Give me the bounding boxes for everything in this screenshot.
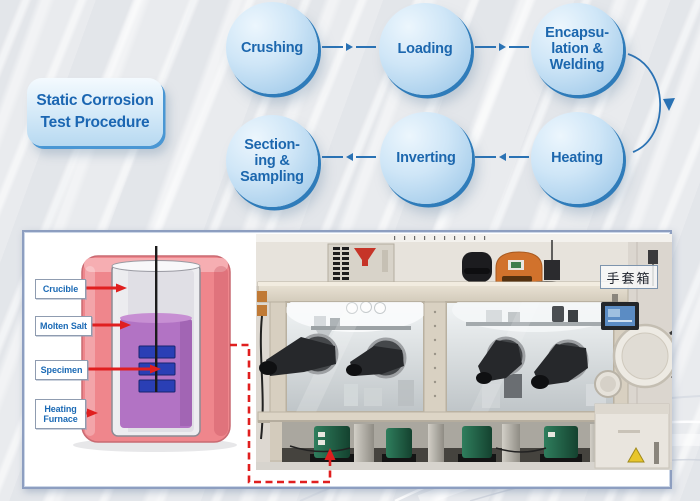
flow-step-sectioning-sampling: Section- ing & Sampling bbox=[226, 115, 318, 207]
arrow-left-icon bbox=[322, 152, 376, 162]
flow-step-label: Heating bbox=[551, 149, 603, 166]
flow-step-label: Section- ing & Sampling bbox=[240, 136, 304, 186]
crucible-diagram-illustration bbox=[73, 246, 237, 452]
procedure-title-box: Static Corrosion Test Procedure bbox=[27, 78, 163, 146]
curved-arrow-icon bbox=[627, 53, 675, 153]
flow-step-label: Crushing bbox=[240, 39, 304, 56]
flow-step-loading: Loading bbox=[379, 3, 471, 95]
black-helmet bbox=[462, 252, 492, 282]
label-molten-salt: Molten Salt bbox=[35, 316, 92, 336]
flow-step-label: Inverting bbox=[396, 149, 456, 166]
arrow-right-icon bbox=[322, 42, 376, 52]
flow-step-inverting: Inverting bbox=[380, 112, 472, 204]
label-specimen: Specimen bbox=[35, 360, 88, 380]
purifier-control-box bbox=[327, 243, 395, 283]
flow-step-label: Encapsu- lation & Welding bbox=[545, 24, 609, 74]
label-crucible: Crucible bbox=[35, 279, 86, 299]
flow-step-label: Loading bbox=[397, 40, 453, 57]
apparatus-panel: Crucible Molten Salt Specimen Heating Fu… bbox=[22, 230, 672, 489]
arrow-right-icon bbox=[475, 42, 529, 52]
photo-top-ticks bbox=[394, 236, 486, 240]
arrow-left-icon bbox=[475, 152, 529, 162]
stirring-rod bbox=[155, 246, 158, 392]
flow-step-encapsulation-welding: Encapsu- lation & Welding bbox=[531, 3, 623, 95]
small-black-box bbox=[544, 260, 560, 280]
wall-junction-box bbox=[648, 250, 658, 264]
flow-step-heating: Heating bbox=[531, 112, 623, 204]
glovebox-label: 手套箱 bbox=[600, 265, 658, 289]
label-heating-furnace: Heating Furnace bbox=[35, 399, 86, 429]
touchscreen-panel bbox=[601, 294, 639, 330]
flow-step-crushing: Crushing bbox=[226, 2, 318, 94]
procedure-title: Static Corrosion Test Procedure bbox=[36, 92, 154, 131]
